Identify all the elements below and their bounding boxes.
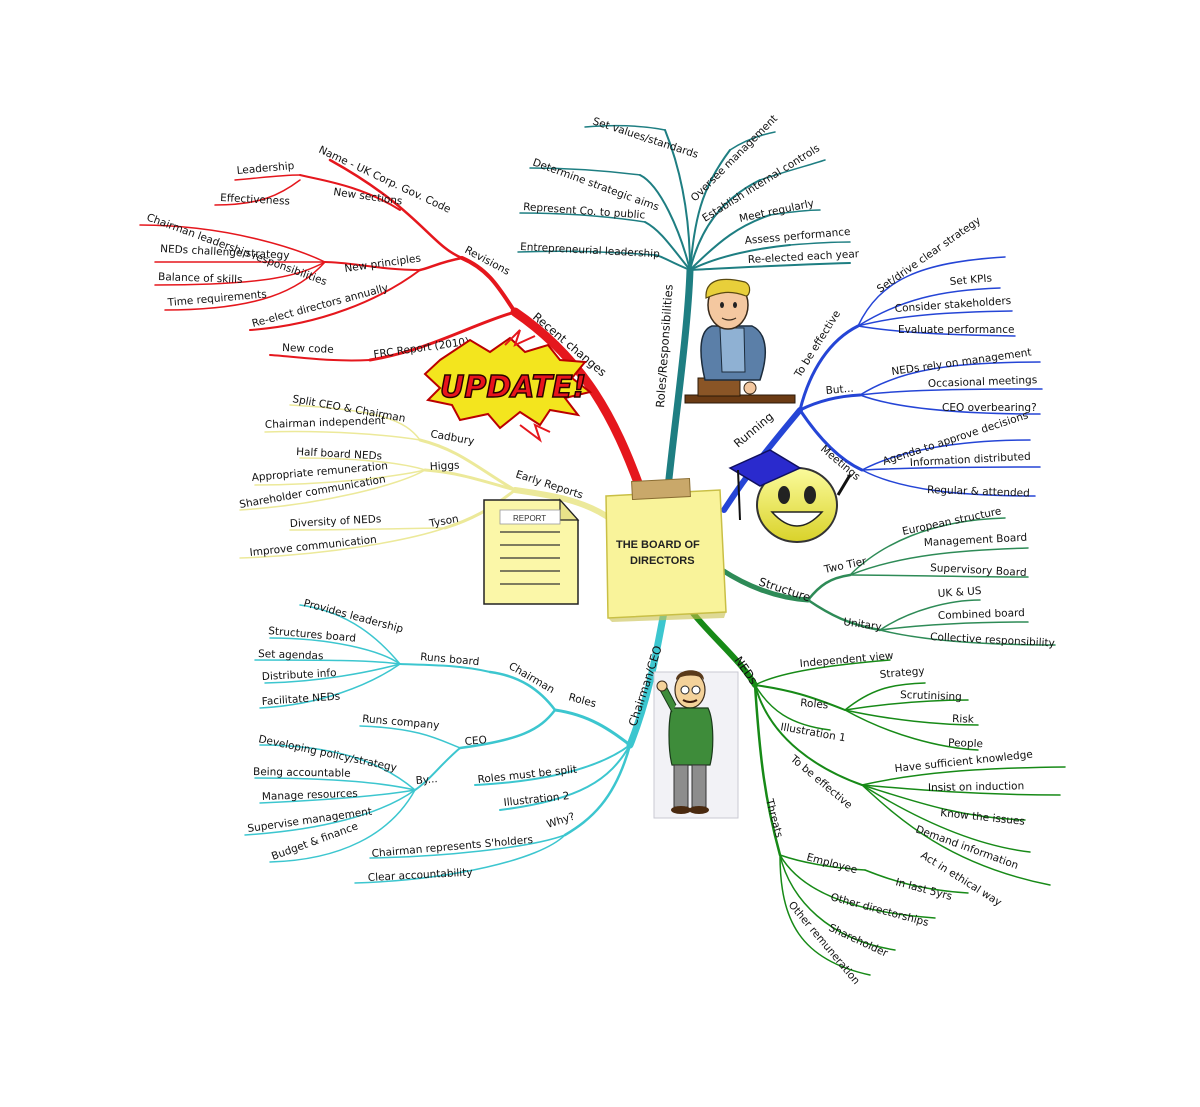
node-set-values: Set values/standards [591,115,700,161]
node-regular-attended: Regular & attended [927,484,1030,500]
node-balance-skills: Balance of skills [158,271,243,286]
node-know-issues: Know the issues [940,807,1026,828]
node-neds-roles: Roles [800,697,829,711]
node-other-directorships: Other directorships [829,891,930,929]
node-ceo: CEO [464,734,487,748]
node-neds-challenge: NEDs challenge strategy [160,243,290,262]
node-structures-board: Structures board [268,625,357,645]
node-higgs: Higgs [430,459,460,473]
carpenter-image [684,278,796,404]
node-reelect-directors: Re-elect directors annually [251,282,390,330]
centre-title-line2: DIRECTORS [630,555,695,567]
node-neds-to-be-effective: To be effective [787,752,854,811]
node-threats: Threats [763,797,785,839]
node-two-tier: Two Tier [822,555,868,576]
labels-neds: NEDs Independent view Roles Strategy Scr… [732,650,1034,987]
node-clear-accountability: Clear accountability [368,867,473,884]
node-employee: Employee [805,851,858,876]
node-occasional-meetings: Occasional meetings [928,374,1038,390]
node-last-5yrs: In last 5yrs [894,876,953,903]
node-being-accountable: Being accountable [253,766,351,780]
node-half-board-neds: Half board NEDs [296,446,382,462]
node-effectiveness: Effectiveness [220,192,290,208]
node-supervisory-board: Supervisory Board [930,562,1027,579]
node-by: By... [415,773,438,787]
node-diversity-neds: Diversity of NEDs [290,513,382,530]
node-but: But... [825,383,854,397]
branch-neds [689,609,1066,976]
centre-node[interactable]: THE BOARD OF DIRECTORS [605,477,727,622]
node-management-board: Management Board [924,532,1028,549]
node-time-requirements: Time requirements [166,288,267,309]
node-insist-induction: Insist on induction [928,780,1024,794]
node-oversee-management: Oversee management [689,113,780,204]
node-people: People [948,737,983,750]
node-tyson: Tyson [427,513,459,530]
node-new-principles: New principles [344,252,422,275]
node-represent-co: Represent Co. to public [523,201,646,222]
smiley-graduate-image [728,449,852,543]
node-uk-us: UK & US [937,585,982,600]
node-collective-responsibility: Collective responsibility [930,631,1055,650]
node-evaluate-performance: Evaluate performance [898,324,1014,336]
centre-title-line1: THE BOARD OF [616,539,700,551]
update-sticker-image: UPDATE! [423,329,593,443]
branch-early-reports [239,404,615,559]
node-new-code: New code [282,342,334,356]
node-structure: Structure [757,575,812,605]
report-document-image: REPORT [483,498,580,605]
report-label: REPORT [513,514,546,523]
node-set-kpis: Set KPIs [949,272,992,288]
branch-structure [719,517,1056,646]
node-unitary: Unitary [843,616,883,633]
node-roles-must-split: Roles must be split [477,764,578,786]
update-sticker-text: UPDATE! [440,370,586,405]
node-independent-view: Independent view [799,650,894,670]
node-ceo-overbearing: CEO overbearing? [942,402,1037,414]
branch-chairman-ceo [244,604,668,884]
node-set-agendas: Set agendas [258,648,324,662]
labels-chairman-ceo: Chairman/CEO Roles Chairman Runs board P… [247,597,665,884]
node-combined-board: Combined board [938,607,1025,622]
node-roles-responsibilities: Roles/Responsibilities [653,284,676,408]
branch-recent-changes [139,158,645,493]
node-risk: Risk [952,713,975,726]
node-entrepreneurial: Entrepreneurial leadership [520,241,661,260]
node-chairman-independent: Chairman independent [265,415,386,431]
node-scrutinising: Scrutinising [900,689,962,703]
node-illustration-2: Illustration 2 [503,790,570,809]
node-reelected-year: Re-elected each year [748,248,861,266]
node-why: Why? [545,811,576,831]
node-facilitate-neds: Facilitate NEDs [261,691,340,708]
node-manage-resources: Manage resources [262,788,358,803]
node-distribute-info: Distribute info [262,667,337,683]
node-improve-communication: Improve communication [249,534,377,559]
node-leadership: Leadership [236,160,295,177]
node-meet-regularly: Meet regularly [738,197,815,225]
node-strategy: Strategy [879,665,925,681]
node-runs-board: Runs board [420,651,480,668]
branch-roles-responsibilities [517,125,851,492]
node-chairman-represents: Chairman represents S'holders [371,834,533,860]
node-cc-roles: Roles [567,691,597,710]
man-figure-image [653,670,739,819]
